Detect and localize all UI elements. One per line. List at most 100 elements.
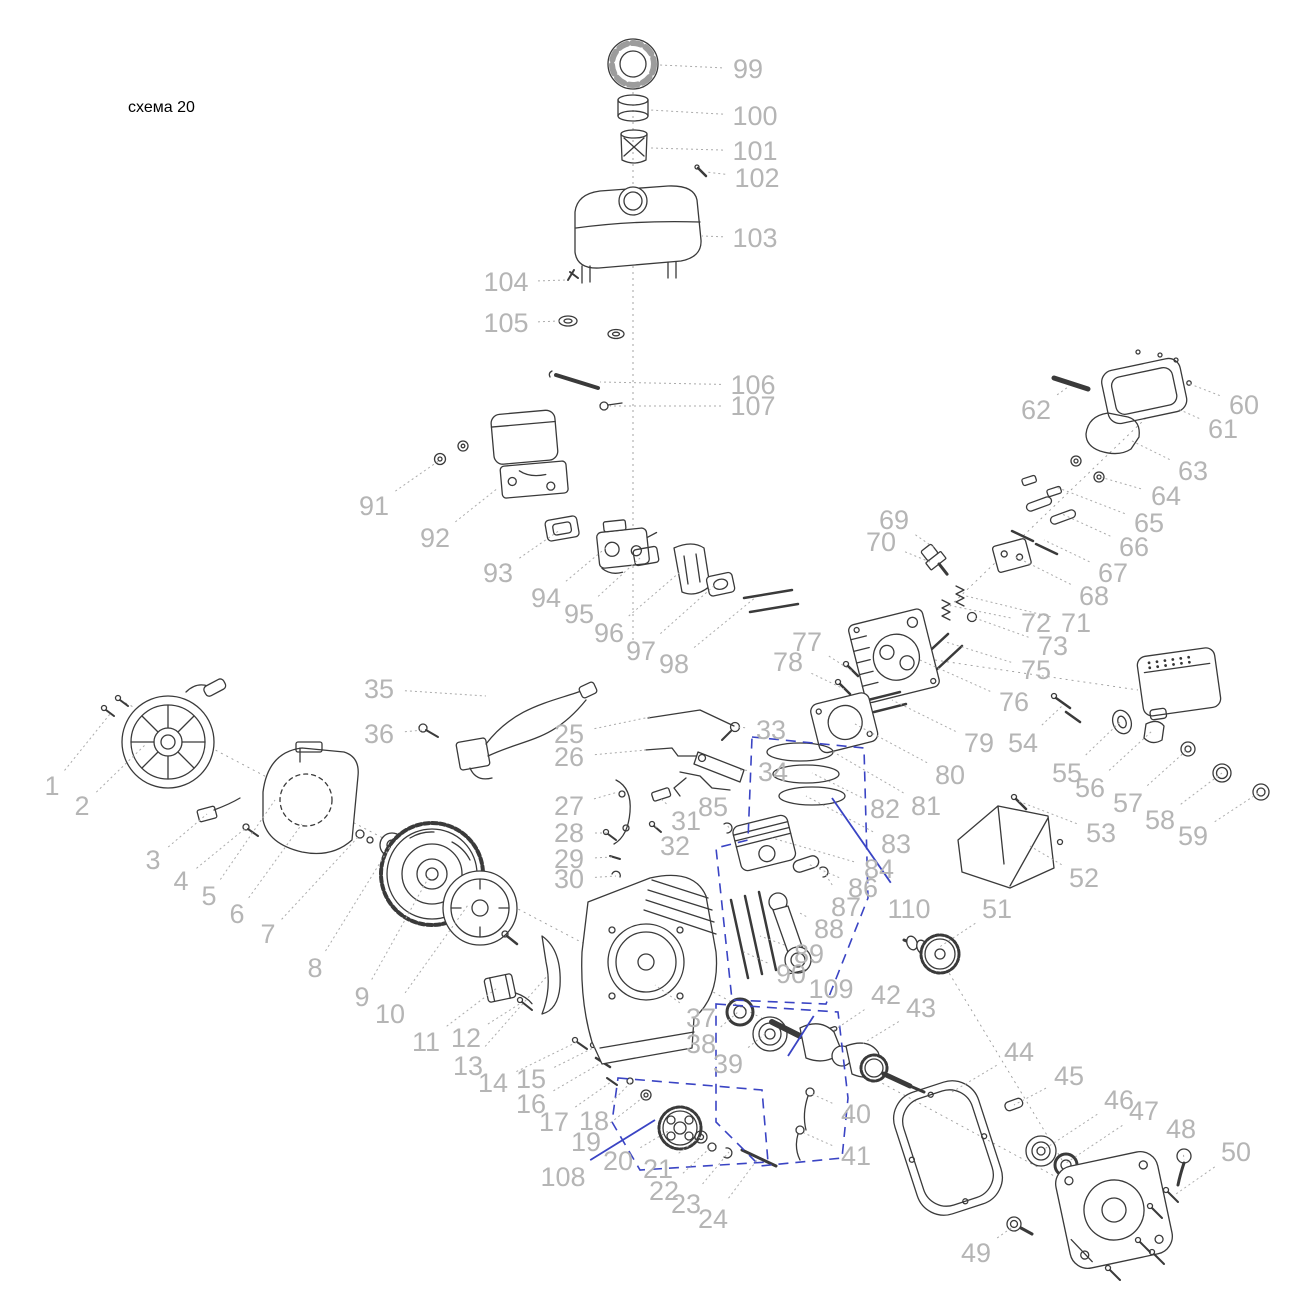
leader-line-104 bbox=[537, 279, 567, 282]
recoil-starter-drawing bbox=[121, 678, 227, 789]
leader-line-5 bbox=[219, 799, 276, 880]
schema-title: схема 20 bbox=[128, 99, 195, 116]
shroud-drawing bbox=[957, 805, 1064, 889]
intake-gasket-drawing bbox=[705, 571, 736, 597]
valve-cover-drawing bbox=[1101, 357, 1188, 425]
leader-line-24 bbox=[728, 1159, 758, 1199]
part-label-1: 1 bbox=[44, 771, 59, 801]
part-label-6: 6 bbox=[229, 899, 244, 929]
part-label-72: 72 bbox=[1021, 608, 1051, 638]
leader-line-72 bbox=[951, 605, 1011, 619]
part-label-3: 3 bbox=[145, 845, 160, 875]
leader-line-22 bbox=[682, 1146, 712, 1174]
part-label-104: 104 bbox=[483, 267, 528, 297]
part-label-98: 98 bbox=[659, 649, 689, 679]
cover-bearing-drawing bbox=[1025, 1135, 1057, 1167]
part-label-34: 34 bbox=[758, 757, 788, 787]
part-label-70: 70 bbox=[866, 527, 896, 557]
part-label-93: 93 bbox=[483, 558, 513, 588]
leader-line-58 bbox=[1180, 772, 1223, 805]
part-label-15: 15 bbox=[516, 1064, 546, 1094]
part-label-41: 41 bbox=[841, 1141, 871, 1171]
part-label-108: 108 bbox=[540, 1162, 585, 1192]
muffler-gasket-55-drawing bbox=[1111, 709, 1133, 735]
leader-line-66 bbox=[1061, 513, 1111, 537]
part-label-50: 50 bbox=[1221, 1137, 1251, 1167]
crankcase-drawing bbox=[581, 874, 718, 1065]
part-label-75: 75 bbox=[1021, 655, 1051, 685]
part-label-20: 20 bbox=[603, 1146, 633, 1176]
leader-line-19 bbox=[606, 1094, 647, 1127]
part-label-19: 19 bbox=[571, 1127, 601, 1157]
muffler-bolts-drawing bbox=[1050, 692, 1082, 724]
part-label-96: 96 bbox=[594, 618, 624, 648]
filter-nuts-drawing bbox=[433, 440, 469, 466]
leader-line-39 bbox=[747, 1032, 767, 1048]
ring-58-drawing bbox=[1212, 763, 1232, 783]
part-label-78: 78 bbox=[773, 647, 803, 677]
leader-line-109 bbox=[787, 1015, 815, 1057]
fuel-line-clip-drawing bbox=[599, 401, 623, 411]
part-label-43: 43 bbox=[906, 993, 936, 1023]
part-label-57: 57 bbox=[1113, 788, 1143, 818]
dipstick-drawing bbox=[1176, 1148, 1192, 1187]
leader-line-47 bbox=[1065, 1125, 1123, 1164]
leader-line-11 bbox=[446, 987, 498, 1027]
carburetor-drawing bbox=[596, 519, 658, 574]
crankcase-cover-drawing bbox=[1055, 1151, 1173, 1269]
governor-washers-drawing bbox=[694, 1130, 778, 1168]
leader-line-14 bbox=[516, 1041, 578, 1073]
part-label-38: 38 bbox=[686, 1029, 716, 1059]
leader-line-82 bbox=[811, 772, 862, 798]
part-label-40: 40 bbox=[841, 1099, 871, 1129]
drain-plug-drawing bbox=[1006, 1216, 1034, 1236]
part-label-52: 52 bbox=[1069, 863, 1099, 893]
kit-outline-108 bbox=[611, 1077, 769, 1171]
part-label-83: 83 bbox=[881, 829, 911, 859]
leader-line-45 bbox=[1013, 1087, 1047, 1106]
flywheel-bolt-drawing bbox=[501, 930, 519, 946]
leader-line-101 bbox=[650, 147, 724, 151]
leader-line-43 bbox=[861, 1021, 900, 1045]
part-label-81: 81 bbox=[911, 791, 941, 821]
leader-line-63 bbox=[1129, 439, 1170, 460]
part-label-39: 39 bbox=[713, 1049, 743, 1079]
part-label-51: 51 bbox=[982, 894, 1012, 924]
leader-line-108 bbox=[589, 1119, 656, 1161]
part-label-21: 21 bbox=[643, 1154, 673, 1184]
leader-line-17 bbox=[574, 1081, 612, 1108]
leader-line-92 bbox=[455, 487, 499, 523]
part-label-5: 5 bbox=[201, 881, 216, 911]
head-bolts-drawing bbox=[834, 660, 860, 696]
part-label-110: 110 bbox=[887, 894, 930, 924]
part-label-22: 22 bbox=[649, 1176, 679, 1206]
air-filter-drawing bbox=[490, 409, 569, 499]
part-label-24: 24 bbox=[698, 1204, 728, 1234]
tank-screw-drawing bbox=[694, 164, 708, 178]
leader-line-91 bbox=[395, 459, 441, 492]
leader-line-67 bbox=[1043, 539, 1090, 563]
cylinder-head-drawing bbox=[848, 608, 940, 704]
leader-line-6 bbox=[248, 823, 303, 899]
nut-59-drawing bbox=[1252, 783, 1270, 801]
rocker-arms-drawing bbox=[1025, 496, 1077, 525]
muffler-gasket-56-drawing bbox=[1143, 720, 1165, 744]
leader-line-41 bbox=[803, 1132, 833, 1146]
part-label-64: 64 bbox=[1151, 481, 1181, 511]
fuel-tank-drawing bbox=[574, 185, 702, 284]
leader-line-25 bbox=[594, 716, 651, 730]
part-label-66: 66 bbox=[1119, 532, 1149, 562]
leader-line-36 bbox=[404, 729, 425, 733]
leader-line-79 bbox=[891, 699, 956, 732]
leader-line-52 bbox=[1029, 845, 1062, 866]
leader-line-85 bbox=[726, 824, 730, 828]
piston-pin-drawing bbox=[792, 855, 820, 873]
fan-cover-drawing bbox=[262, 741, 359, 855]
part-label-71: 71 bbox=[1061, 608, 1091, 638]
leader-line-54 bbox=[1041, 705, 1063, 726]
part-label-105: 105 bbox=[483, 308, 528, 338]
leader-line-40 bbox=[811, 1093, 833, 1104]
leader-line-80 bbox=[854, 723, 928, 764]
leader-lines-layer bbox=[64, 64, 1261, 1239]
